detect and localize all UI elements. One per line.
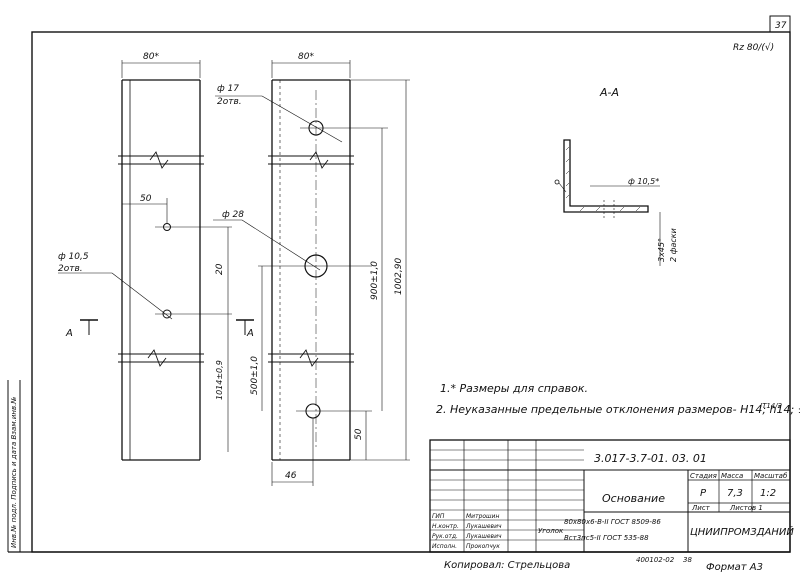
material-line-2: Вст3пс5-II ГОСТ 535-88 xyxy=(564,534,649,542)
doc-code: 3.017-3.7-01. 03. 01 xyxy=(594,452,707,465)
material-line-1: 80х80х6-В-II ГОСТ 8509-86 xyxy=(564,518,661,526)
section-chamfer-1: 3х45° xyxy=(657,238,666,262)
col-stage: Стадия xyxy=(690,472,717,480)
sheet-label: Лист xyxy=(691,504,711,512)
section-title: А-А xyxy=(599,86,619,99)
left-hole-callout-1: ф 10,5 xyxy=(58,252,89,262)
sheets-label: Листов 1 xyxy=(729,504,763,512)
note-2: 2. Неуказанные предельные отклонения раз… xyxy=(436,403,800,416)
role-ispoln: Исполн. xyxy=(432,543,457,550)
name-4: Прокопчук xyxy=(466,543,500,550)
left-view: 80* 50 20 1014±0,9 ф 10,5 2отв. А xyxy=(58,52,232,461)
side-stamp-text: Инв.№ подл. Подпись и дата Взам.инв.№ xyxy=(10,396,18,548)
mass-value: 7,3 xyxy=(727,488,743,499)
organization: ЦНИИПРОМЗДАНИЙ xyxy=(690,525,794,538)
section-hole-dim: ф 10,5* xyxy=(628,177,659,186)
right-section-mark: А xyxy=(246,328,254,339)
material-label: Уголок xyxy=(538,527,564,535)
left-width-dim: 80* xyxy=(143,52,159,62)
right-dim-50: 50 xyxy=(354,428,364,440)
drawing-frame xyxy=(31,31,791,553)
right-dim-46: 46 xyxy=(285,471,297,481)
col-scale: Масштаб xyxy=(754,472,788,480)
stage-value: Р xyxy=(700,488,707,499)
left-dim-20: 20 xyxy=(215,263,225,275)
right-width-dim: 80* xyxy=(298,52,314,62)
name-1: Митрошин xyxy=(466,513,499,520)
right-hole-top-callout-2: 2отв. xyxy=(217,97,242,107)
left-dim-50: 50 xyxy=(140,194,152,204)
format-label: Формат А3 xyxy=(706,562,763,573)
page-number: 37 xyxy=(775,21,787,31)
inventory-suffix: 38 xyxy=(683,556,692,564)
copied-by: Копировал: Стрельцова xyxy=(444,560,570,571)
inventory-number: 400102-02 xyxy=(636,556,675,564)
right-view: 80* ф 17 2отв. ф 28 900±1,0 1002,90 500±… xyxy=(213,52,410,486)
role-rukotd: Рук.отд. xyxy=(432,533,458,540)
role-gip: ГИП xyxy=(432,513,445,520)
left-hole-callout-2: 2отв. xyxy=(58,264,83,274)
right-dim-900: 900±1,0 xyxy=(370,261,380,300)
name-2: Лукашевич xyxy=(465,523,502,530)
right-hole-top-callout-1: ф 17 xyxy=(217,84,239,94)
left-section-mark: А xyxy=(65,328,73,339)
name-3: Лукашевич xyxy=(465,533,502,540)
left-dim-vertical: 1014±0,9 xyxy=(215,360,224,400)
roughness-mark: Rz 80/(√) xyxy=(733,42,774,53)
col-mass: Масса xyxy=(721,472,743,480)
note-2-fraction: IT14/2 xyxy=(760,402,783,410)
note-1: 1.* Размеры для справок. xyxy=(440,382,588,395)
role-nkontr: Н.контр. xyxy=(432,523,459,530)
section-chamfer-2: 2 фаски xyxy=(669,228,678,262)
right-dim-500: 500±1,0 xyxy=(250,356,260,395)
section-view: А-А ф 10,5* 3х45° 2 фаски xyxy=(554,86,678,266)
right-dim-1002: 1002,90 xyxy=(394,258,404,295)
right-hole-mid-callout: ф 28 xyxy=(222,210,244,220)
scale-value: 1:2 xyxy=(760,488,776,499)
title-block: 3.017-3.7-01. 03. 01 Основание Стадия Ма… xyxy=(429,439,794,553)
part-name: Основание xyxy=(602,492,665,505)
page-number-box xyxy=(769,15,791,33)
